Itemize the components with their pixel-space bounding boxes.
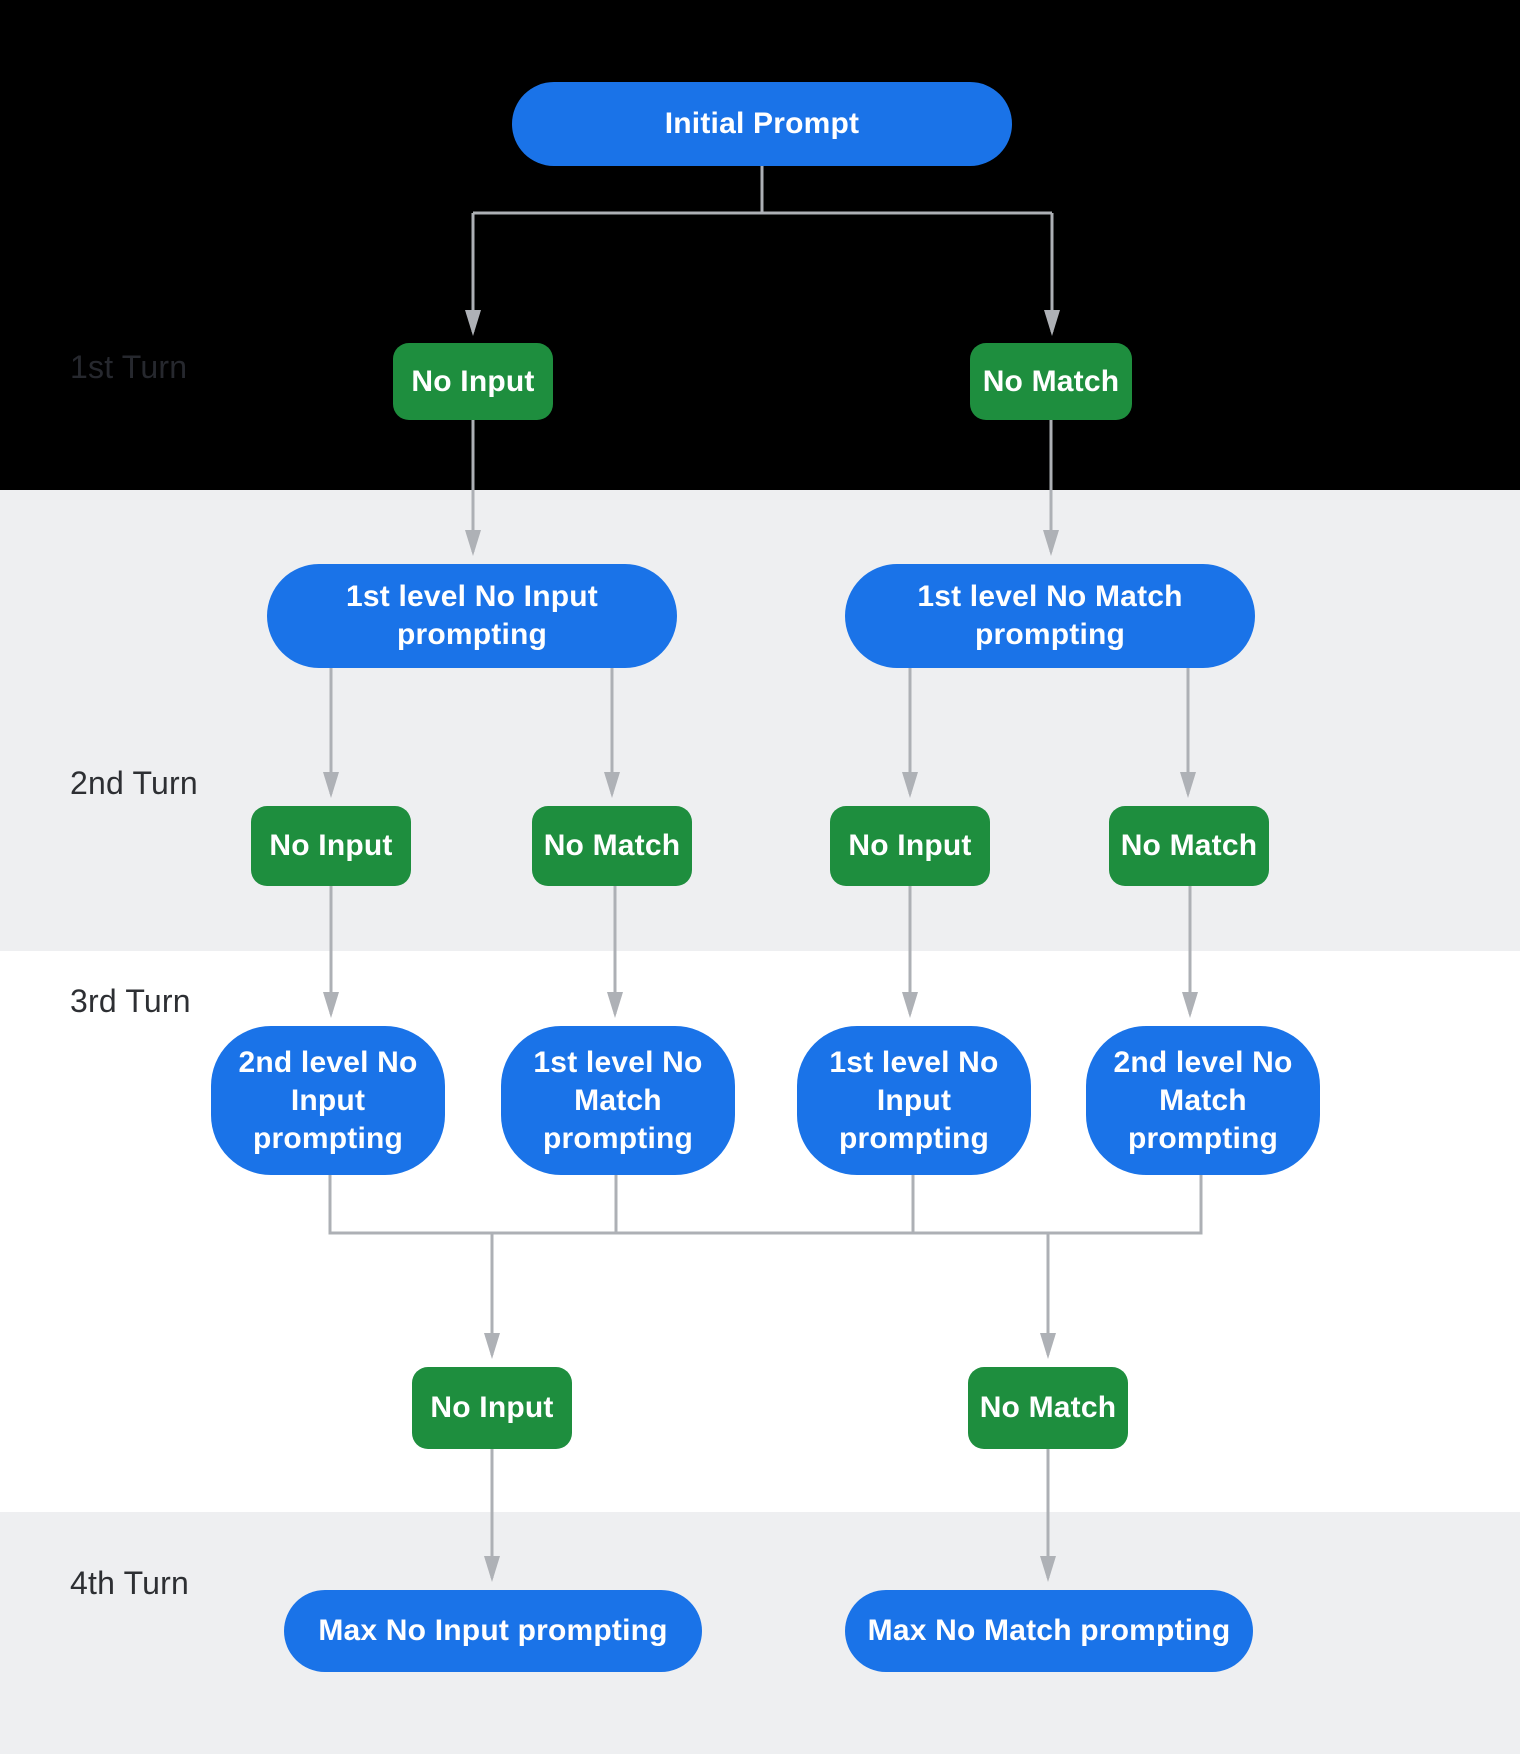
node-turn3-no-input: No Input <box>412 1367 572 1449</box>
node-label: No Input <box>269 829 393 862</box>
node-initial-prompt: Initial Prompt <box>512 82 1012 166</box>
node-1st-level-no-match-prompting: 1st level No Match prompting <box>845 564 1255 668</box>
node-label: 1st level No Match prompting <box>533 1045 703 1155</box>
turn-label-3-text: 3rd Turn <box>70 983 191 1019</box>
turn-label-4: 4th Turn <box>70 1565 189 1601</box>
node-turn2-event-3: No Input <box>830 806 990 886</box>
node-2nd-level-no-input-prompting: 2nd level No Input prompting <box>211 1026 445 1175</box>
node-label: No Match <box>982 364 1120 398</box>
turn-1-band <box>0 0 1520 490</box>
node-1st-level-no-input-prompting-2: 1st level No Input prompting <box>797 1026 1031 1175</box>
turn-4-band <box>0 1512 1520 1754</box>
node-label: Initial Prompt <box>664 107 860 140</box>
node-max-no-match-prompting: Max No Match prompting <box>845 1590 1253 1672</box>
node-label: No Input <box>430 1391 554 1424</box>
turn-label-1: 1st Turn <box>70 349 187 385</box>
node-label: 1st level No Match prompting <box>917 580 1183 651</box>
node-label: 1st level No Input prompting <box>346 580 598 651</box>
node-turn3-no-match: No Match <box>968 1367 1128 1449</box>
node-turn1-no-match: No Match <box>970 343 1132 420</box>
node-turn2-event-2: No Match <box>532 806 692 886</box>
node-turn1-no-input: No Input <box>393 343 553 420</box>
node-turn2-event-1: No Input <box>251 806 411 886</box>
node-label: No Input <box>411 364 535 398</box>
node-label: 2nd level No Input prompting <box>238 1045 418 1155</box>
node-label: No Match <box>979 1391 1117 1424</box>
node-label: Max No Input prompting <box>318 1614 668 1647</box>
node-max-no-input-prompting: Max No Input prompting <box>284 1590 702 1672</box>
turn-label-3: 3rd Turn <box>70 983 191 1019</box>
turn-label-4-text: 4th Turn <box>70 1565 190 1601</box>
node-turn2-event-4: No Match <box>1109 806 1269 886</box>
node-1st-level-no-input-prompting: 1st level No Input prompting <box>267 564 677 668</box>
node-label: No Input <box>848 829 972 862</box>
node-label: 1st level No Input prompting <box>829 1045 999 1155</box>
node-label: No Match <box>543 829 681 862</box>
turn-label-1-text: 1st Turn <box>70 349 188 385</box>
node-2nd-level-no-match-prompting: 2nd level No Match prompting <box>1086 1026 1320 1175</box>
node-label: No Match <box>1120 829 1258 862</box>
node-1st-level-no-match-prompting-2: 1st level No Match prompting <box>501 1026 735 1175</box>
turn-label-2-text: 2nd Turn <box>70 765 198 801</box>
turn-2-band <box>0 490 1520 951</box>
turn-label-2: 2nd Turn <box>70 765 198 801</box>
node-label: 2nd level No Match prompting <box>1113 1045 1293 1155</box>
node-label: Max No Match prompting <box>867 1614 1231 1647</box>
